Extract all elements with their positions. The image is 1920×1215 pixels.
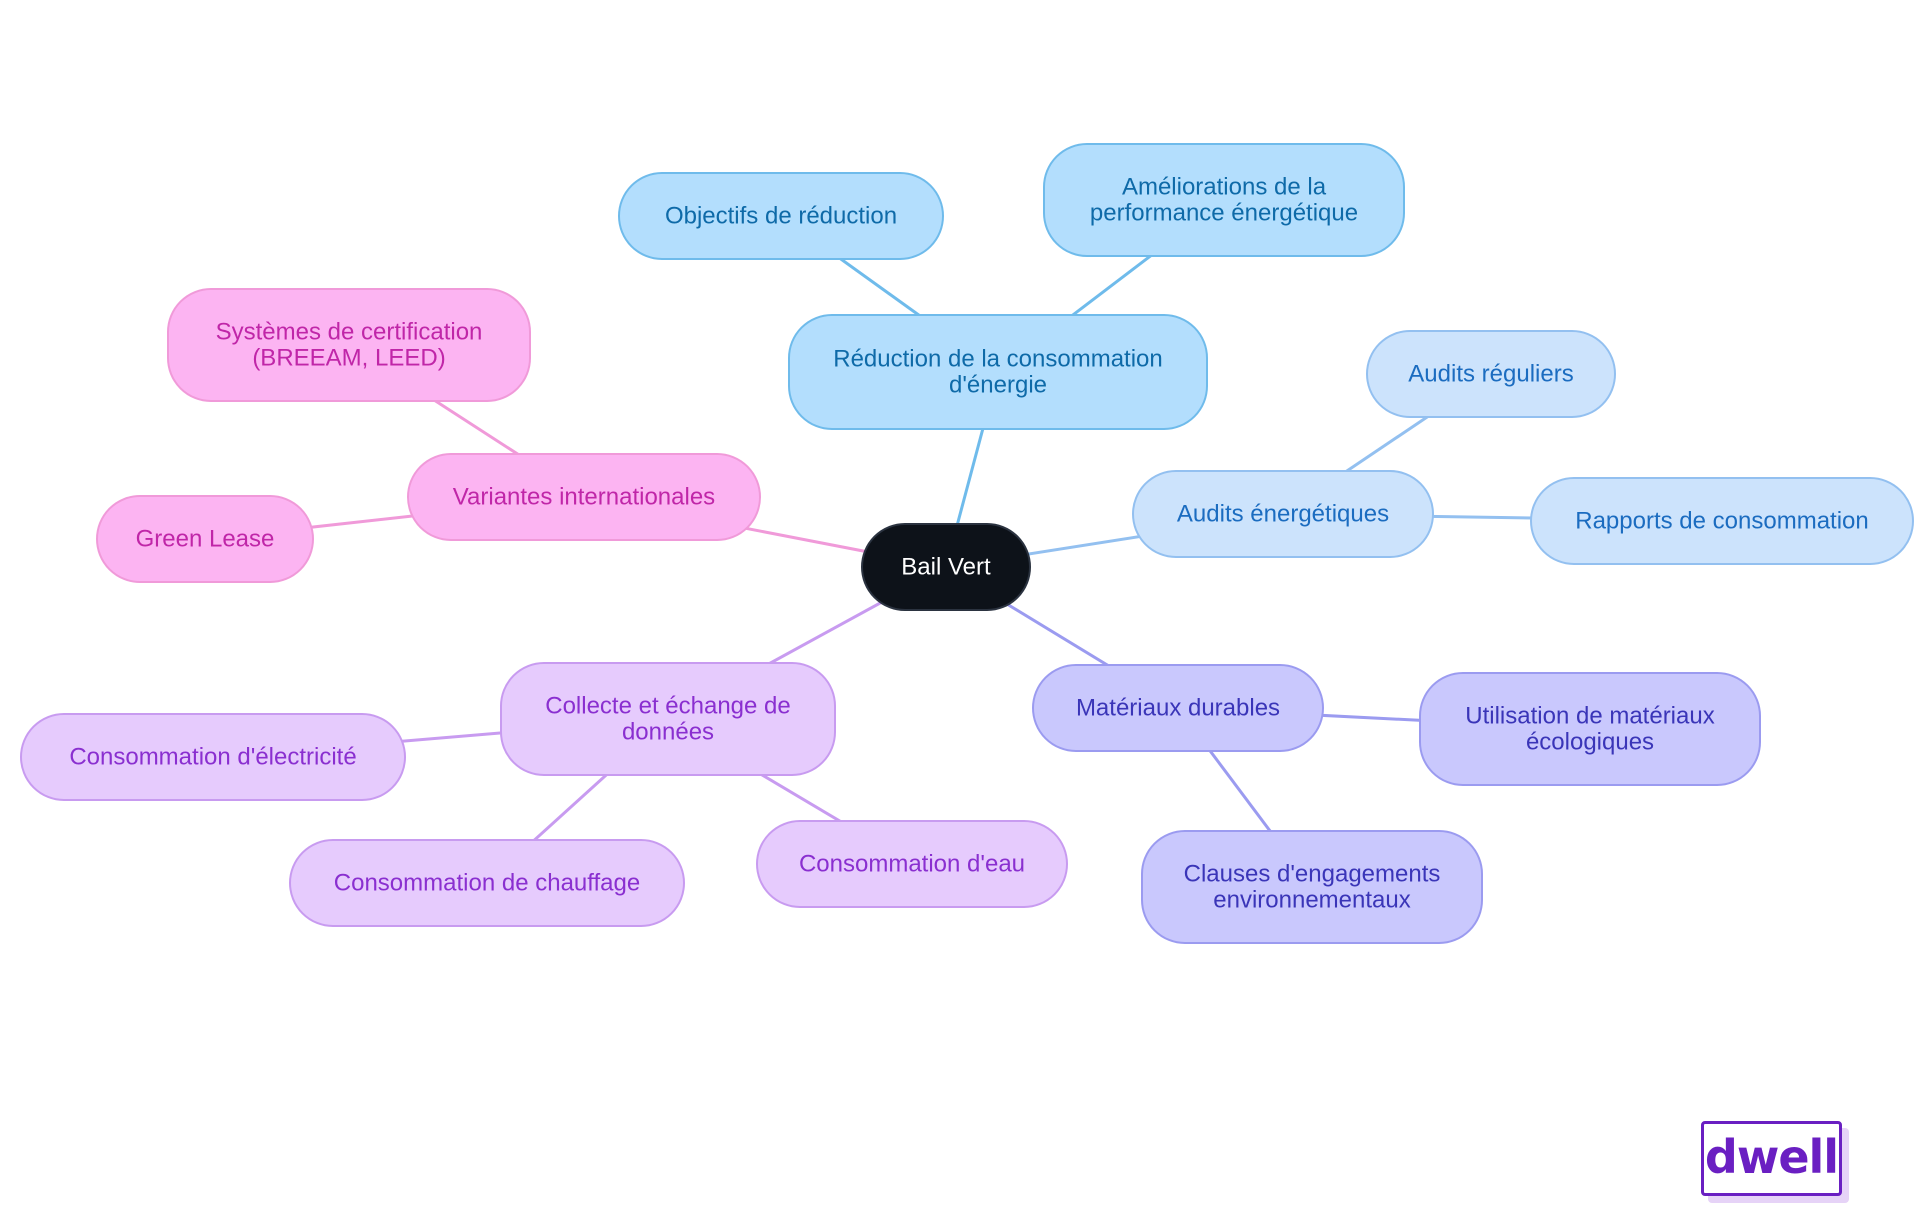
node-label-energie-1: Réduction de la consommation — [833, 346, 1163, 373]
node-root: Bail Vert — [861, 523, 1031, 611]
dwell-logo: dwell — [1701, 1121, 1842, 1196]
node-label-clauses-1: Clauses d'engagements — [1184, 861, 1441, 888]
node-reguliers: Audits réguliers — [1366, 330, 1616, 418]
node-materiaux: Matériaux durables — [1032, 664, 1324, 752]
node-box-root — [861, 523, 1031, 611]
node-box-audits — [1132, 470, 1434, 558]
node-label-root-1: Bail Vert — [901, 554, 991, 581]
node-label-certification-2: (BREEAM, LEED) — [252, 345, 445, 372]
node-chauffage: Consommation de chauffage — [289, 839, 685, 927]
node-box-objectifs — [618, 172, 944, 260]
node-label-ameliorations-1: Améliorations de la — [1122, 174, 1327, 201]
node-box-variantes — [407, 453, 761, 541]
node-box-rapports — [1530, 477, 1914, 565]
node-box-clauses — [1141, 830, 1483, 944]
node-label-variantes-1: Variantes internationales — [453, 484, 715, 511]
node-label-ecologiques-1: Utilisation de matériaux — [1465, 703, 1714, 730]
node-greenlease: Green Lease — [96, 495, 314, 583]
node-box-donnees — [500, 662, 836, 776]
node-label-eau-1: Consommation d'eau — [799, 851, 1025, 878]
node-label-materiaux-1: Matériaux durables — [1076, 695, 1280, 722]
node-label-donnees-1: Collecte et échange de — [545, 693, 791, 720]
node-objectifs: Objectifs de réduction — [618, 172, 944, 260]
node-rapports: Rapports de consommation — [1530, 477, 1914, 565]
node-label-greenlease-1: Green Lease — [136, 526, 275, 553]
node-label-reguliers-1: Audits réguliers — [1408, 361, 1573, 388]
node-label-chauffage-1: Consommation de chauffage — [334, 870, 640, 897]
node-label-rapports-1: Rapports de consommation — [1575, 508, 1868, 535]
node-audits: Audits énergétiques — [1132, 470, 1434, 558]
node-eau: Consommation d'eau — [756, 820, 1068, 908]
node-box-energie — [788, 314, 1208, 430]
node-label-ecologiques-2: écologiques — [1526, 729, 1654, 756]
node-electricite: Consommation d'électricité — [20, 713, 406, 801]
node-box-electricite — [20, 713, 406, 801]
node-label-clauses-2: environnementaux — [1213, 887, 1410, 914]
node-label-energie-2: d'énergie — [949, 372, 1047, 399]
node-box-ameliorations — [1043, 143, 1405, 257]
node-box-eau — [756, 820, 1068, 908]
node-box-materiaux — [1032, 664, 1324, 752]
logo-text: dwell — [1704, 1129, 1839, 1184]
node-variantes: Variantes internationales — [407, 453, 761, 541]
node-label-audits-1: Audits énergétiques — [1177, 501, 1389, 528]
node-label-ameliorations-2: performance énergétique — [1090, 200, 1358, 227]
node-label-certification-1: Systèmes de certification — [216, 319, 483, 346]
node-box-reguliers — [1366, 330, 1616, 418]
node-label-donnees-2: données — [622, 719, 714, 746]
node-box-chauffage — [289, 839, 685, 927]
node-label-electricite-1: Consommation d'électricité — [69, 744, 356, 771]
node-box-certification — [167, 288, 531, 402]
node-certification: Systèmes de certification(BREEAM, LEED) — [167, 288, 531, 402]
node-box-greenlease — [96, 495, 314, 583]
node-label-objectifs-1: Objectifs de réduction — [665, 203, 897, 230]
node-box-ecologiques — [1419, 672, 1761, 786]
